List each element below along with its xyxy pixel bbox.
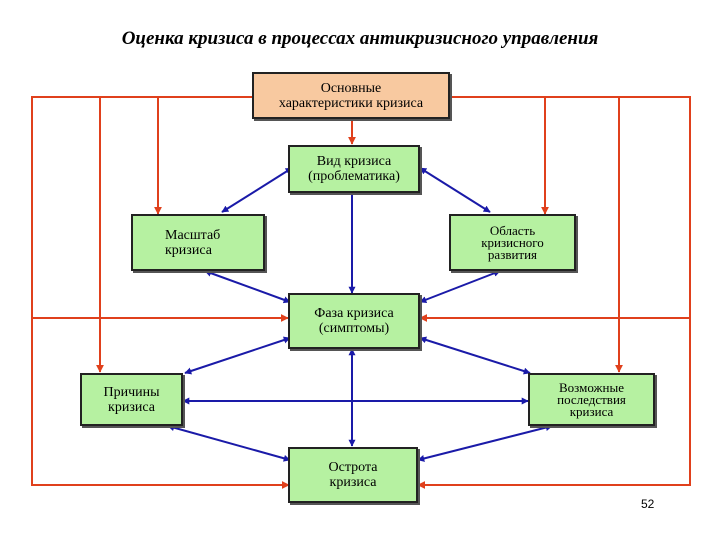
node-type-line2: (проблематика) bbox=[308, 169, 400, 184]
blue-arrow-type-area bbox=[419, 167, 491, 213]
blue-arrow-scale-phase bbox=[204, 269, 291, 304]
node-area-line1: Область bbox=[489, 222, 536, 238]
blue-arrow-phase-consequences bbox=[419, 336, 531, 375]
blue-arrow-area-phase bbox=[419, 270, 501, 303]
node-crisis-type: Вид кризиса (проблематика) bbox=[288, 145, 420, 193]
node-consequences-line3: кризиса bbox=[569, 403, 614, 419]
node-crisis-consequences: Возможные последствия кризиса bbox=[528, 373, 655, 426]
node-phase-line2: (симптомы) bbox=[318, 321, 390, 336]
node-main-line1: Основные bbox=[320, 80, 382, 96]
page-title: Оценка кризиса в процессах антикризисног… bbox=[121, 28, 599, 49]
blue-arrow-causes-severity bbox=[167, 424, 291, 462]
node-causes-line1: Причины bbox=[103, 384, 160, 400]
node-consequences-line1: Возможные bbox=[559, 379, 624, 395]
page-number: 52 bbox=[641, 497, 655, 511]
node-crisis-area: Область кризисного развития bbox=[449, 214, 576, 271]
node-area-line2: кризисного bbox=[481, 234, 544, 250]
blue-arrow-type-scale bbox=[221, 167, 293, 213]
node-scale-line1: Масштаб bbox=[165, 227, 221, 243]
node-type-line1: Вид кризиса bbox=[316, 154, 392, 169]
node-crisis-causes: Причины кризиса bbox=[80, 373, 183, 426]
node-causes-line2: кризиса bbox=[108, 399, 155, 415]
node-crisis-severity: Острота кризиса bbox=[288, 447, 418, 503]
node-area-line3: развития bbox=[487, 246, 538, 262]
blue-arrow-consequences-severity bbox=[417, 424, 553, 462]
node-phase-line1: Фаза кризиса bbox=[314, 306, 394, 321]
node-severity-line1: Острота bbox=[328, 460, 378, 475]
red-frame-line bbox=[31, 96, 290, 489]
node-crisis-phase: Фаза кризиса (симптомы) bbox=[288, 293, 420, 349]
node-consequences-line2: последствия bbox=[557, 391, 626, 407]
blue-arrow-phase-causes bbox=[184, 336, 291, 375]
node-crisis-scale: Масштаб кризиса bbox=[131, 214, 265, 271]
node-main-line2: характеристики кризиса bbox=[278, 95, 424, 111]
red-frame-line bbox=[417, 96, 691, 489]
node-scale-line2: кризиса bbox=[165, 242, 212, 258]
node-main-characteristics: Основные характеристики кризиса bbox=[252, 72, 450, 119]
node-severity-line2: кризиса bbox=[329, 475, 377, 490]
